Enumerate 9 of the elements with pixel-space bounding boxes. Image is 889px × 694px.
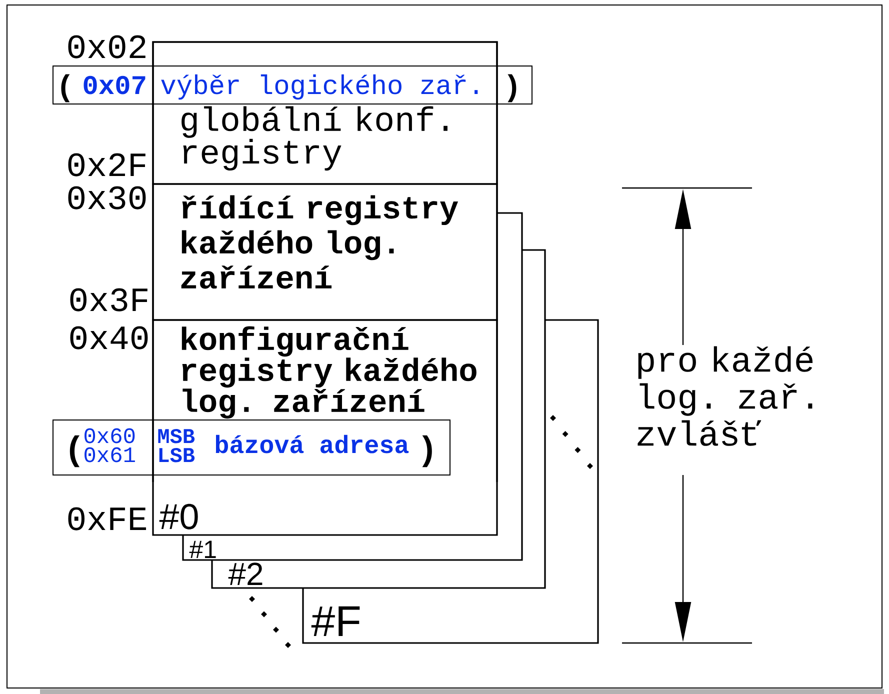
address-label: 0x02: [68, 35, 146, 58]
register-callout: ( 0x07 výběr logického zař. ): [52, 66, 532, 104]
address-label: 0x40: [70, 326, 148, 350]
address-label: 0x3F: [70, 288, 148, 312]
address-label: 0x2F: [68, 153, 146, 176]
register-section: řídící registry každého log. zařízení: [152, 183, 498, 321]
dimension-label: pro každé log. zař. zvlášť: [638, 346, 813, 446]
address-label: 0x30: [68, 186, 146, 210]
address-label: 0xFE: [68, 507, 146, 530]
